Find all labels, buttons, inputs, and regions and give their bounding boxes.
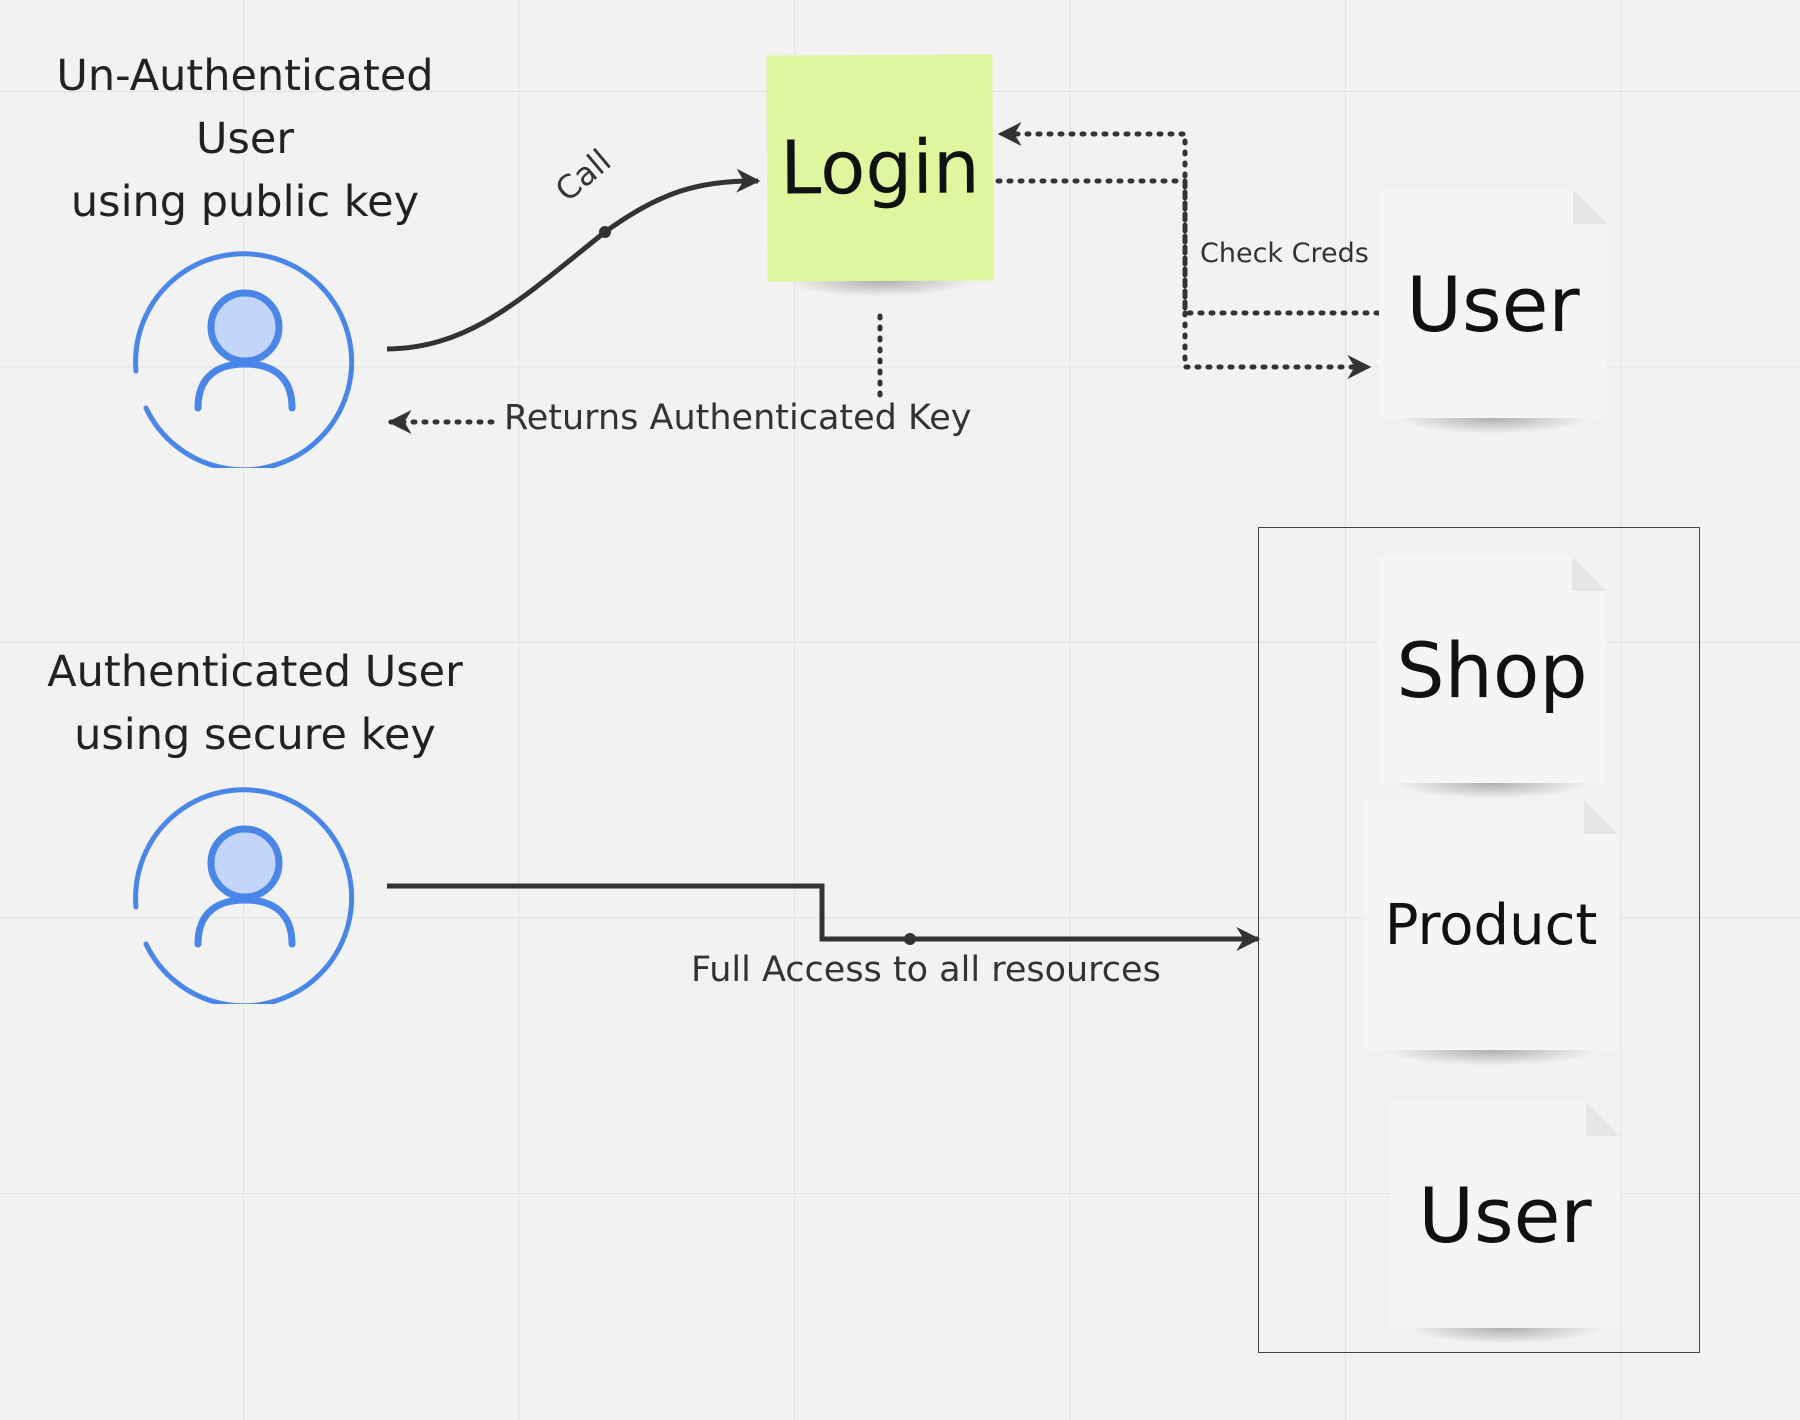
unauth-user-title-line-1: Un-Authenticated	[56, 51, 434, 101]
login-sticky-label: Login	[779, 124, 981, 212]
full-access-connector-midpoint	[904, 933, 916, 945]
user-sticky-top-fold	[1573, 190, 1607, 224]
shop-sticky-fold	[1572, 557, 1606, 591]
unauth-user-title-line-2: User	[195, 114, 294, 164]
shop-sticky-label: Shop	[1396, 625, 1588, 715]
call-connector-midpoint	[599, 226, 611, 238]
login-sticky[interactable]: Login	[766, 54, 994, 282]
auth-user-title-line-2: using secure key	[74, 710, 436, 760]
shop-sticky[interactable]: Shop	[1378, 557, 1606, 799]
unauth-user-title: Un-Authenticated User using public key	[45, 45, 445, 234]
unauth-user-avatar-icon[interactable]	[128, 236, 362, 468]
call-connector[interactable]	[386, 168, 761, 352]
auth-user-avatar-icon[interactable]	[128, 772, 362, 1004]
full-access-label: Full Access to all resources	[691, 950, 1161, 990]
login-to-user-connector[interactable]	[995, 178, 1372, 379]
resources-frame[interactable]	[1258, 527, 1700, 1353]
user-sticky-bottom-label: User	[1418, 1170, 1592, 1260]
user-sticky-bottom-fold	[1586, 1102, 1620, 1136]
returns-label: Returns Authenticated Key	[504, 398, 972, 438]
user-sticky-top[interactable]: User	[1379, 190, 1607, 434]
unauth-user-title-line-3: using public key	[70, 177, 420, 227]
user-to-login-connector[interactable]	[997, 122, 1381, 316]
auth-user-title-line-1: Authenticated User	[47, 647, 463, 697]
full-access-connector[interactable]	[387, 883, 1261, 951]
auth-user-title: Authenticated User using secure key	[45, 641, 465, 767]
product-sticky[interactable]: Product	[1364, 800, 1618, 1066]
product-sticky-label: Product	[1384, 892, 1598, 958]
product-sticky-fold	[1584, 800, 1618, 834]
user-sticky-top-label: User	[1406, 259, 1580, 349]
check-creds-label: Check Creds	[1200, 238, 1369, 269]
user-sticky-bottom[interactable]: User	[1390, 1102, 1620, 1344]
